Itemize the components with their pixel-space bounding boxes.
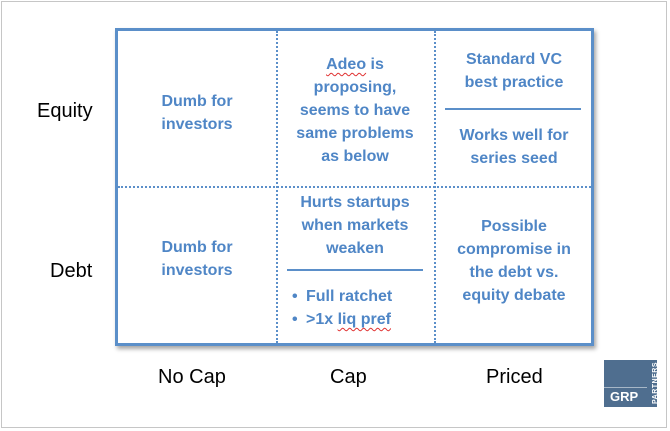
cell-line: series seed [470, 150, 558, 167]
debt-cap-separator [287, 269, 423, 271]
cell-equity-cap: Adeo is proposing, seems to have same pr… [276, 53, 434, 168]
cell-equity-priced-bottom: Works well for series seed [434, 124, 594, 170]
cell-debt-cap-top: Hurts startups when markets weaken [276, 191, 434, 260]
cell-line: seems to have [299, 102, 411, 119]
cell-line: when markets [301, 217, 409, 234]
cell-line: investors [161, 262, 233, 279]
bullet-text: >1x [306, 311, 334, 328]
adeo-name: Adeo [326, 56, 367, 73]
column-label-priced: Priced [486, 366, 543, 388]
cell-debt-priced: Possible compromise in the debt vs. equi… [434, 215, 594, 307]
cell-line: proposing, [313, 79, 397, 96]
cell-line: the debt vs. [469, 264, 559, 281]
cell-line: Possible [481, 218, 547, 235]
cell-line: compromise in [457, 241, 571, 258]
logo-divider [604, 387, 647, 388]
cell-line: same problems [296, 125, 414, 142]
bullet-dot: • [292, 311, 298, 328]
bullet-item: • >1x liq pref [292, 308, 392, 331]
bullet-item: • Full ratchet [292, 285, 392, 308]
logo-name: GRP [610, 389, 639, 404]
cell-line: investors [161, 116, 233, 133]
cell-line: weaken [326, 240, 384, 257]
cell-line: Dumb for [161, 93, 233, 110]
cell-debt-no-cap: Dumb for investors [118, 236, 276, 282]
cell-line: equity debate [462, 287, 566, 304]
grp-partners-logo: GRP PARTNERS [604, 360, 659, 407]
matrix-grid: Dumb for investors Adeo is proposing, se… [115, 28, 594, 346]
logo-sub: PARTNERS [652, 362, 659, 404]
cell-line-text: is [370, 56, 384, 73]
cell-line: Adeo is [276, 53, 434, 76]
bullet-text-squiggle: liq pref [337, 311, 391, 328]
debt-cap-bullets: • Full ratchet • >1x liq pref [292, 285, 392, 331]
row-divider [118, 186, 591, 188]
column-label-cap: Cap [330, 366, 367, 388]
cell-line: best practice [464, 74, 564, 91]
row-label-debt: Debt [50, 260, 93, 282]
row-label-equity: Equity [37, 100, 93, 122]
cell-line: Works well for [459, 127, 569, 144]
cell-line: Standard VC [465, 51, 562, 68]
cell-equity-no-cap: Dumb for investors [118, 90, 276, 136]
bullet-text: Full ratchet [306, 288, 393, 305]
column-label-no-cap: No Cap [158, 366, 226, 388]
bullet-dot: • [292, 288, 298, 305]
equity-priced-separator [445, 108, 581, 110]
cell-line: Hurts startups [300, 194, 410, 211]
cell-equity-priced-top: Standard VC best practice [434, 48, 594, 94]
cell-line: as below [321, 148, 389, 165]
cell-line: Dumb for [161, 239, 233, 256]
